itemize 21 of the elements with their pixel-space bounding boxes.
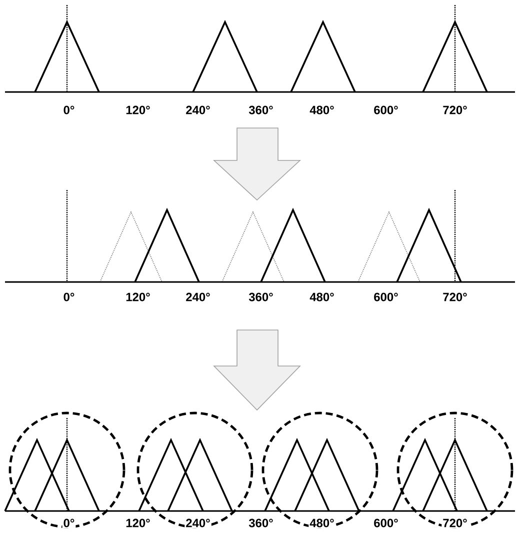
angle-label: 240°: [184, 518, 212, 528]
angle-label: 240°: [184, 292, 212, 302]
angle-label: 240°: [184, 104, 212, 116]
angle-label: 600°: [372, 292, 400, 302]
angle-label: 360°: [248, 292, 274, 302]
angle-label: 0°: [62, 104, 76, 116]
angle-label: 360°: [248, 104, 274, 116]
angle-label: 720°: [442, 104, 468, 116]
angle-label: 720°: [442, 518, 468, 528]
angle-label: 120°: [124, 292, 152, 302]
angle-label: 480°: [308, 292, 336, 302]
angle-label: 480°: [308, 518, 336, 528]
angle-label: 600°: [372, 104, 400, 116]
angle-label: 480°: [308, 104, 336, 116]
angle-label: 720°: [442, 292, 468, 302]
angle-label: 0°: [62, 518, 76, 528]
angle-label: 120°: [124, 104, 152, 116]
angle-label: 360°: [248, 518, 274, 528]
angle-label: 0°: [62, 292, 76, 302]
angle-label: 120°: [124, 518, 152, 528]
angle-label: 600°: [372, 518, 400, 528]
